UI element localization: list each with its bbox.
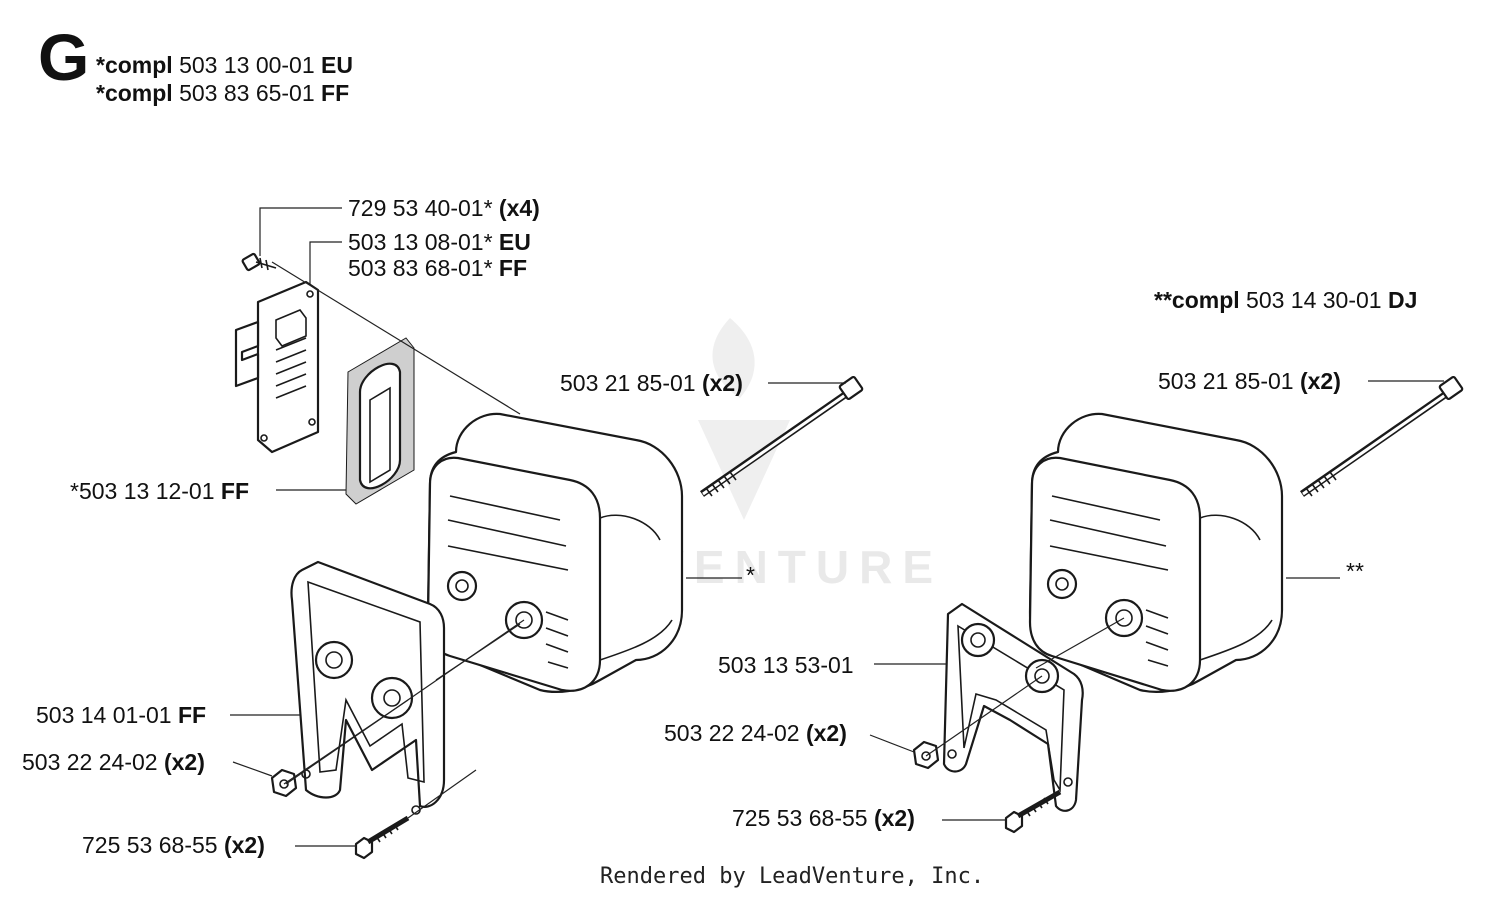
label-muffler-right: **	[1346, 558, 1364, 584]
label-bolt-right: 503 21 85-01 (x2)	[1158, 368, 1341, 394]
bolt-right	[1300, 375, 1464, 497]
label-screen: *503 13 12-01 FF	[70, 478, 250, 504]
label-nut-right: 503 22 24-02 (x2)	[664, 720, 847, 746]
label-screw-right: 725 53 68-55 (x2)	[732, 805, 915, 831]
label-screw-bottom-left: 725 53 68-55 (x2)	[82, 832, 265, 858]
label-nut-left: 503 22 24-02 (x2)	[22, 749, 205, 775]
leader-lines-left	[230, 207, 846, 847]
label-muffler-left: *	[746, 562, 755, 588]
label-compl-ff: *compl 503 83 65-01 FF	[96, 80, 350, 106]
label-deflector-ff: 503 83 68-01* FF	[348, 255, 528, 281]
label-bolt-left: 503 21 85-01 (x2)	[560, 370, 743, 396]
section-letter: G	[38, 20, 90, 94]
label-gasket-right: 503 13 53-01	[718, 652, 854, 678]
muffler-right	[1028, 412, 1284, 693]
nut-left	[270, 768, 298, 798]
label-screw-top: 729 53 40-01* (x4)	[348, 195, 540, 221]
label-deflector-eu: 503 13 08-01* EU	[348, 229, 531, 255]
screw-bottom-left	[354, 815, 410, 860]
screw-top-left	[241, 252, 277, 272]
gasket-left	[290, 560, 446, 815]
label-compl-dj: **compl 503 14 30-01 DJ	[1154, 287, 1418, 313]
leader-lines-right	[869, 380, 1444, 821]
spark-arrestor-screen	[345, 337, 415, 505]
spark-deflector-plate	[234, 280, 320, 454]
footer-credit: Rendered by LeadVenture, Inc.	[600, 864, 985, 889]
muffler-left	[426, 412, 684, 693]
nut-right	[912, 740, 940, 770]
label-gasket-left: 503 14 01-01 FF	[36, 702, 207, 728]
screw-right	[1004, 789, 1062, 834]
label-compl-eu: *compl 503 13 00-01 EU	[96, 52, 353, 78]
